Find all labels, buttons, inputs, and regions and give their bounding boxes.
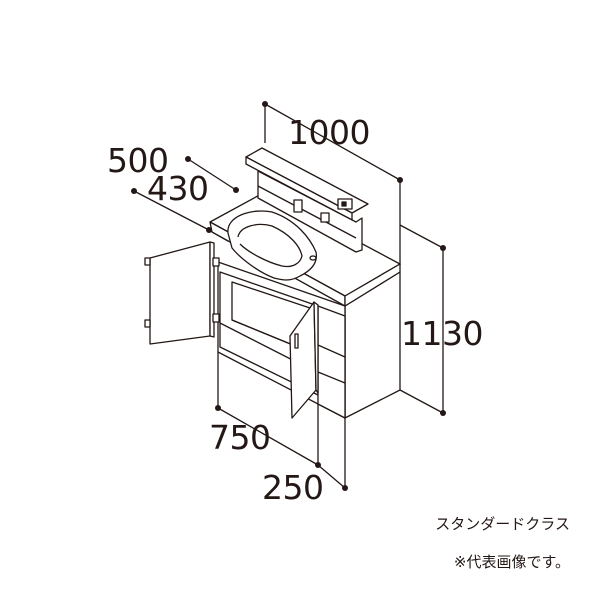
dim-dot-1000-left — [262, 101, 268, 107]
side-shelf-line — [317, 344, 346, 358]
dim-dot-1000-right — [397, 177, 403, 183]
side-shelf-opening — [317, 305, 346, 419]
washbasin-bowl-inner — [237, 223, 303, 268]
drain — [309, 255, 317, 261]
dim-dot-750-start — [215, 405, 221, 411]
vanity-cabinet — [144, 147, 401, 419]
left-hinge-cup-bottom — [144, 319, 151, 328]
left-hinge-top — [212, 257, 220, 267]
left-hinge-cup-top — [144, 257, 151, 266]
dim-dot-750-end — [315, 462, 321, 468]
dim-label-250: 250 — [262, 468, 324, 507]
right-door-edge — [313, 301, 319, 394]
left-door — [149, 241, 211, 345]
dim-dot-500-start — [185, 156, 191, 162]
side-shelf-line-2 — [317, 371, 346, 384]
dim-line-430 — [133, 190, 210, 231]
dim-dot-500-end — [233, 187, 239, 193]
door-handle — [294, 333, 299, 349]
representative-image-note: ※代表画像です。 — [453, 553, 570, 571]
dimension-end-dots — [131, 101, 446, 491]
left-door-edge — [209, 241, 215, 338]
dim-line-750 — [217, 407, 319, 466]
faucet-lever — [320, 212, 330, 223]
dim-label-750: 750 — [209, 418, 271, 457]
product-class-caption: スタンダードクラス — [435, 515, 570, 533]
ext-line-1130-top — [399, 224, 444, 249]
dim-dot-1130-top — [440, 245, 446, 251]
dim-label-430: 430 — [147, 169, 209, 208]
dim-label-1000: 1000 — [288, 113, 370, 152]
dim-label-500: 500 — [107, 141, 169, 180]
ext-line-1130-bottom — [399, 389, 444, 414]
dim-dot-430-start — [131, 188, 137, 194]
dim-dot-1130-bottom — [440, 410, 446, 416]
dim-dot-250-end — [342, 485, 348, 491]
dim-label-1130: 1130 — [401, 314, 483, 353]
countertop-side-edge — [344, 263, 401, 307]
faucet — [293, 199, 303, 213]
dim-line-1000 — [264, 103, 401, 181]
backsplash-panel — [257, 170, 363, 253]
washbasin-bowl — [227, 210, 318, 281]
outlet-slot — [341, 201, 347, 207]
dim-dot-430-end — [206, 227, 212, 233]
dim-line-500 — [187, 158, 237, 191]
backsplash-divider — [257, 185, 357, 239]
left-hinge-bottom — [212, 313, 220, 323]
dim-line-250 — [317, 464, 346, 489]
dimension-labels: 1000 500 430 1130 750 250 — [107, 113, 483, 507]
